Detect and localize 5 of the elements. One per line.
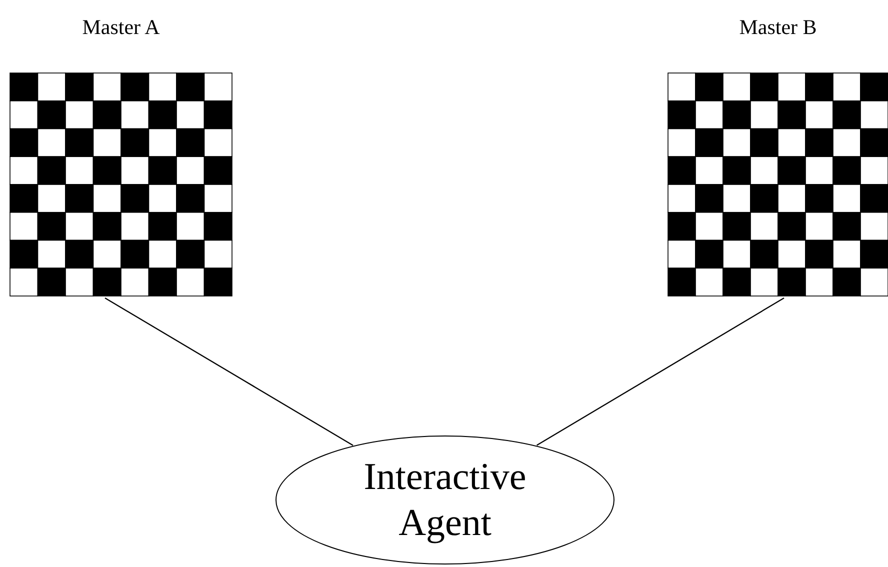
connector-line (536, 297, 784, 446)
board-heading: Master B (738, 15, 818, 40)
ellipse-label: Interactive Agent (362, 455, 528, 546)
board-heading: Master A (81, 15, 161, 40)
connector-line (104, 297, 354, 446)
